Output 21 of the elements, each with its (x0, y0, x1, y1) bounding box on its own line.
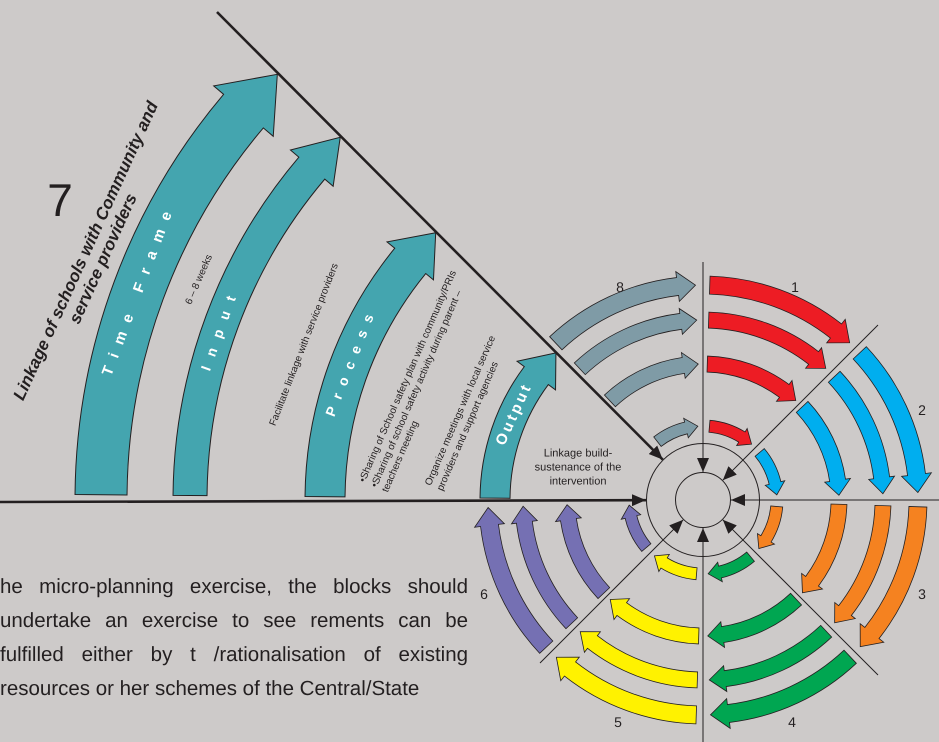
arrow (730, 494, 939, 506)
body-paragraph: he micro-planning exercise, the blocks should undertake an exercise to see rements can be fulfilled either by t /rationalisation of existing resources or her schemes of the Central/State (0, 574, 468, 702)
sector-number: 8 (616, 279, 624, 295)
sector-number: 6 (480, 586, 488, 602)
arrow (216, 11, 664, 461)
caption-text: Linkage build- sustenance of the intervention (534, 447, 622, 489)
sector-number: 3 (918, 586, 926, 602)
circle (646, 443, 760, 557)
sector-number: 5 (614, 714, 622, 730)
arrow (697, 262, 709, 472)
sector-number: 1 (791, 279, 799, 295)
arrow (697, 528, 709, 742)
arrow (0, 494, 646, 506)
circle (675, 472, 731, 528)
arrow (722, 519, 878, 676)
caption-text: 6 – 8 weeks (184, 253, 215, 307)
sector-number: 2 (918, 402, 926, 418)
sector-number: 4 (788, 714, 796, 730)
arrow (540, 519, 684, 664)
step-number: 7 (47, 173, 73, 227)
arrow (722, 324, 878, 481)
